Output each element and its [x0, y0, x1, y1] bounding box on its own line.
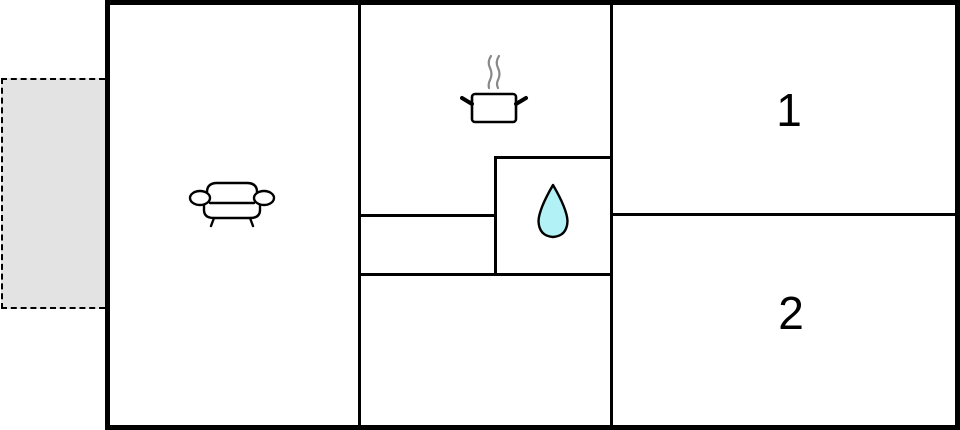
- wall-bedroom1-bedroom2: [612, 213, 956, 216]
- wall-living-kitchen: [358, 3, 361, 427]
- balcony-terrace: [1, 78, 105, 309]
- sofa-icon: [188, 181, 276, 228]
- wall-kitchen-bedrooms: [610, 3, 613, 427]
- water-drop-icon: [537, 183, 569, 239]
- cooking-pot-icon: [460, 54, 528, 124]
- bedroom-2-label: 2: [778, 287, 804, 339]
- wall-bathroom-top: [494, 156, 612, 159]
- apartment-outer-walls: [105, 0, 960, 430]
- bedroom-1-label: 1: [776, 84, 802, 136]
- wall-storage-top: [360, 214, 496, 217]
- wall-hallway-top: [360, 273, 612, 276]
